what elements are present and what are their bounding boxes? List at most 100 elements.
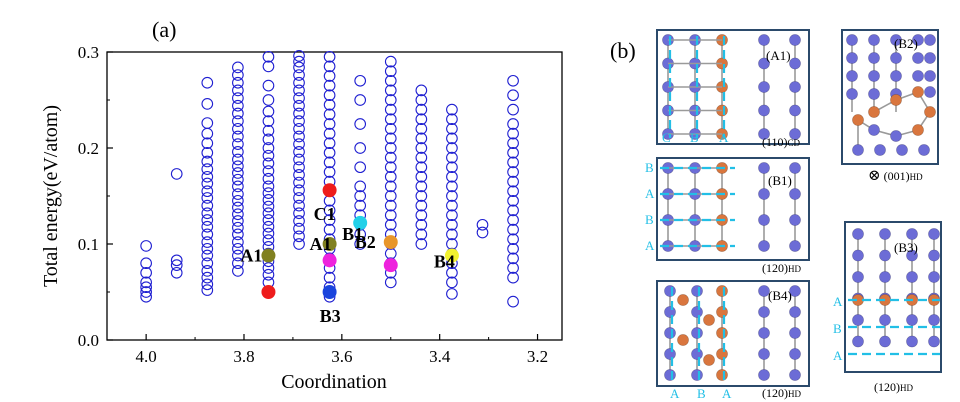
data-point	[507, 74, 519, 87]
data-point	[140, 281, 152, 294]
data-point	[384, 151, 397, 164]
point-label: A1	[310, 234, 332, 254]
data-point	[293, 222, 305, 235]
atom	[912, 124, 924, 136]
structure-a1-stack-a: A	[719, 130, 729, 145]
atom	[879, 335, 891, 348]
structure-b1-atoms	[660, 162, 801, 252]
atom	[868, 124, 880, 136]
data-point	[323, 60, 336, 73]
atom	[890, 34, 902, 46]
data-point	[323, 166, 336, 178]
atom	[874, 144, 886, 156]
point-label: B4	[434, 252, 455, 272]
atom	[879, 228, 891, 240]
data-point	[384, 180, 397, 193]
data-point	[446, 103, 458, 116]
data-point	[262, 187, 275, 199]
data-point	[232, 188, 244, 200]
atom	[716, 285, 728, 297]
data-point	[446, 122, 458, 135]
data-point	[140, 257, 152, 270]
data-point	[201, 207, 214, 220]
highlighted-point	[322, 183, 337, 198]
data-point	[232, 69, 244, 81]
data-point	[201, 76, 214, 89]
atom	[758, 306, 770, 318]
data-point	[323, 98, 336, 111]
data-point	[384, 161, 397, 174]
data-point	[507, 127, 519, 140]
data-point	[507, 271, 519, 284]
data-point	[293, 84, 305, 97]
structure-b4-atoms	[664, 285, 801, 381]
data-point	[293, 215, 305, 227]
data-point	[446, 161, 458, 174]
data-point	[201, 185, 214, 198]
atom	[846, 70, 858, 82]
data-point	[293, 161, 305, 174]
atom	[703, 314, 715, 326]
data-point	[262, 193, 275, 206]
data-point	[415, 151, 428, 164]
data-point	[415, 142, 428, 154]
structure-a1-atoms	[662, 34, 801, 140]
data-point	[293, 49, 305, 62]
atom	[868, 34, 880, 46]
atom	[912, 34, 924, 46]
data-point	[262, 227, 275, 240]
data-point	[201, 170, 214, 183]
structure-b1-plane: (120)HD	[762, 261, 801, 275]
atom	[928, 228, 940, 240]
data-point	[232, 160, 244, 173]
highlighted-point	[322, 237, 337, 251]
structure-a1-stack-c: C	[662, 130, 671, 145]
structure-b1-label: (B1)	[768, 173, 792, 188]
structure-b2-label: (B2)	[894, 36, 918, 51]
data-point	[323, 89, 336, 102]
data-point	[293, 192, 305, 204]
atom	[890, 130, 902, 142]
data-point	[262, 133, 275, 146]
data-point	[232, 167, 244, 179]
data-point	[384, 113, 397, 126]
atom	[789, 285, 801, 297]
data-point	[293, 115, 305, 127]
data-point	[232, 92, 244, 104]
panel-a-label: (a)	[152, 17, 176, 42]
data-point	[354, 190, 367, 202]
atom	[890, 52, 902, 64]
data-point	[323, 127, 336, 140]
data-point	[507, 214, 519, 226]
data-point	[384, 199, 397, 212]
data-point	[201, 220, 214, 233]
data-point	[293, 122, 305, 135]
data-point	[384, 55, 397, 68]
data-point	[293, 176, 305, 189]
data-point	[293, 169, 305, 181]
data-point	[323, 156, 336, 169]
highlighted-point	[353, 215, 368, 230]
atom	[758, 214, 770, 226]
atom	[789, 57, 801, 70]
data-point	[140, 286, 152, 298]
data-point	[201, 284, 214, 296]
atom	[758, 327, 770, 339]
data-point	[232, 122, 244, 135]
atom	[716, 306, 728, 318]
atom	[890, 94, 902, 106]
highlighted-point	[261, 248, 276, 263]
data-point	[293, 99, 305, 112]
atom	[758, 34, 770, 46]
cross-into-page-icon: ⊗	[868, 168, 881, 184]
data-point	[201, 265, 214, 277]
data-point	[232, 265, 244, 277]
atom	[758, 162, 770, 174]
atom	[846, 34, 858, 46]
atom	[758, 81, 770, 93]
atom	[846, 52, 858, 64]
structure-b4: (B4) A B A	[656, 280, 810, 401]
atom	[691, 285, 703, 297]
atom	[758, 128, 770, 140]
